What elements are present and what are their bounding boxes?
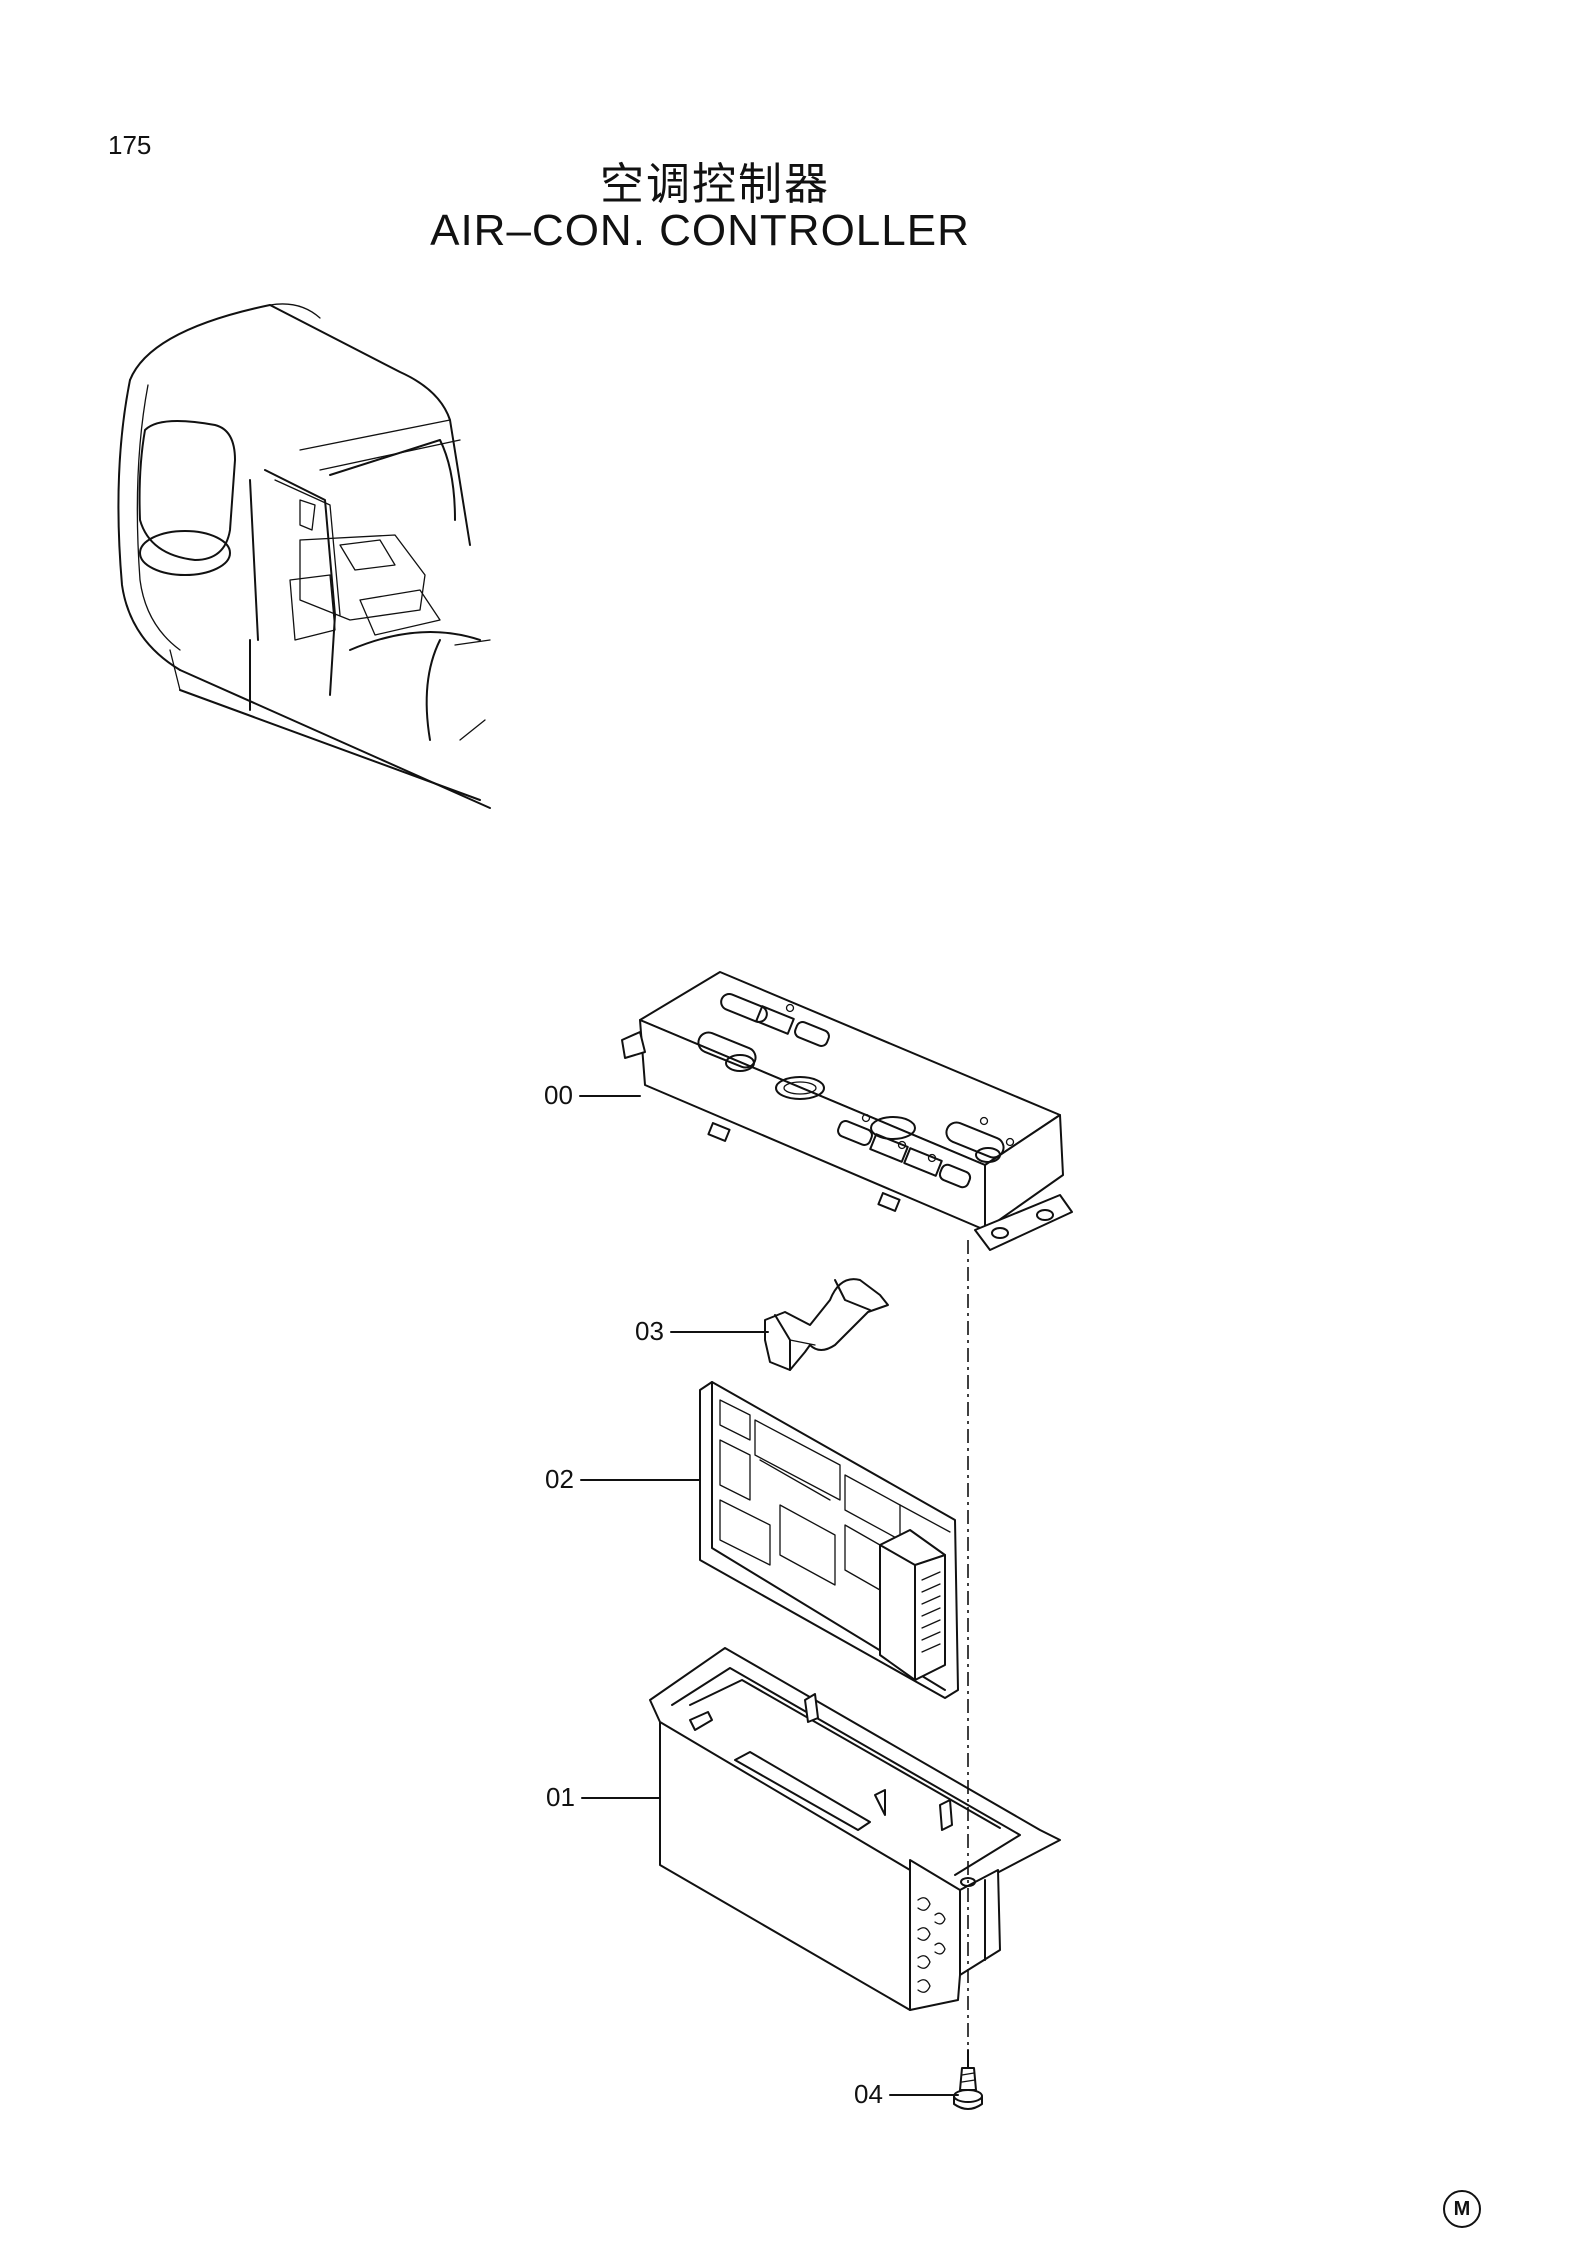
callout-01: 01 — [546, 1782, 575, 1812]
page-number: 175 — [108, 130, 152, 160]
callout-03: 03 — [635, 1316, 664, 1346]
circled-m-mark: M — [1443, 2190, 1481, 2228]
part-03-bracket-clip — [764, 1278, 889, 1371]
part-04-screw — [953, 2049, 983, 2110]
cab-overview-illustration — [117, 303, 491, 809]
part-00-controller-panel — [621, 971, 1073, 1251]
callout-labels: 00 03 02 01 04 — [544, 1080, 959, 2109]
callout-02: 02 — [545, 1464, 574, 1494]
callout-04: 04 — [854, 2079, 883, 2109]
part-01-case — [649, 1647, 1061, 2011]
title-english: AIR–CON. CONTROLLER — [430, 206, 970, 255]
part-02-circuit-board — [699, 1381, 959, 1699]
callout-00: 00 — [544, 1080, 573, 1110]
title-chinese: 空调控制器 — [600, 159, 830, 210]
